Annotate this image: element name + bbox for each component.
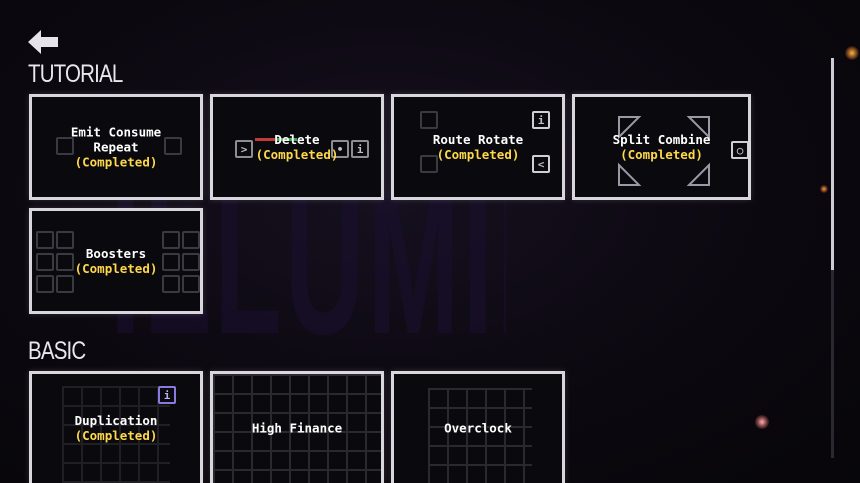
level-status: (Completed): [74, 428, 158, 443]
glow-particle: [820, 185, 828, 193]
info-tile-icon: i: [158, 386, 176, 404]
level-card-route-rotate[interactable]: i < Route Rotate (Completed): [391, 94, 565, 200]
level-card-split-combine[interactable]: ○ Split Combine (Completed): [572, 94, 751, 200]
level-name: Duplication: [74, 413, 158, 428]
level-status: (Completed): [255, 147, 339, 162]
card-label: Route Rotate (Completed): [394, 132, 562, 162]
tile-icon: •: [331, 140, 349, 158]
card-preview: ○: [575, 97, 748, 197]
scrollbar-thumb[interactable]: [831, 58, 834, 270]
card-preview: [32, 211, 200, 311]
section-title-basic: BASIC: [28, 337, 86, 365]
level-name: Route Rotate: [432, 132, 524, 147]
card-label: High Finance: [213, 421, 381, 436]
section-title-tutorial: TUTORIAL: [28, 60, 123, 88]
level-card-delete[interactable]: > • i Delete (Completed): [210, 94, 384, 200]
level-status: (Completed): [74, 154, 158, 170]
card-preview: [394, 374, 562, 483]
back-button[interactable]: [28, 30, 60, 54]
card-label: Duplication (Completed): [32, 413, 200, 443]
level-status: (Completed): [620, 147, 703, 162]
arrow-tile-icon: >: [235, 140, 253, 158]
level-card-high-finance[interactable]: High Finance: [210, 371, 384, 483]
level-card-overclock[interactable]: Overclock: [391, 371, 565, 483]
info-tile-icon: i: [351, 140, 369, 158]
info-tile-icon: i: [532, 111, 550, 129]
level-name: Delete: [274, 132, 320, 147]
card-label: Emit Consume Repeat (Completed): [32, 125, 200, 170]
card-preview: > • i: [213, 97, 381, 197]
card-preview: [213, 374, 381, 483]
card-preview: i: [32, 374, 200, 483]
card-preview: [32, 97, 200, 197]
level-card-duplication[interactable]: i Duplication (Completed): [29, 371, 203, 483]
level-card-boosters[interactable]: Boosters (Completed): [29, 208, 203, 314]
level-name: Overclock: [444, 420, 512, 436]
level-name: High Finance: [251, 420, 343, 436]
card-label: Boosters (Completed): [32, 246, 200, 276]
level-status: (Completed): [436, 147, 520, 162]
back-arrow-icon: [28, 30, 58, 54]
level-name: Split Combine: [612, 132, 711, 147]
level-status: (Completed): [74, 261, 158, 276]
card-preview: i <: [394, 97, 562, 197]
glow-particle: [755, 415, 769, 429]
level-card-emit-consume-repeat[interactable]: Emit Consume Repeat (Completed): [29, 94, 203, 200]
card-label: Overclock: [394, 421, 562, 436]
rotate-tile-icon: <: [532, 155, 550, 173]
glow-particle: [845, 46, 859, 60]
card-label: Split Combine (Completed): [575, 132, 748, 162]
card-label: Delete (Completed): [213, 132, 381, 162]
level-name: Emit Consume Repeat: [70, 124, 162, 155]
level-name: Boosters: [85, 246, 147, 261]
circle-tile-icon: ○: [731, 141, 748, 159]
